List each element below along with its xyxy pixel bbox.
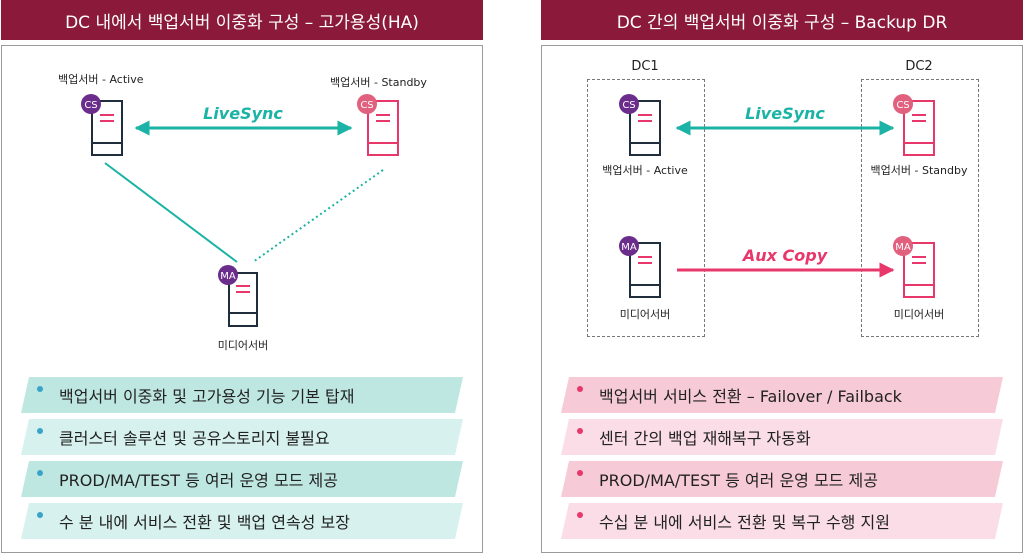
dr-livesync-label: LiveSync [745, 104, 825, 123]
dr-diagram: CS CS MA MA [619, 94, 935, 298]
bullet-icon [37, 512, 43, 518]
dr-feature-2: 센터 간의 백업 재해복구 자동화 [561, 419, 1003, 455]
dr-standby-server-icon [893, 94, 935, 156]
bullet-icon [37, 386, 43, 392]
dr-dc1-ma-badge: MA [621, 242, 637, 253]
livesync-label: LiveSync [203, 104, 283, 123]
active-server-icon [81, 94, 123, 156]
ha-feature-2: 클러스터 솔루션 및 공유스토리지 불필요 [21, 419, 463, 455]
dc2-box [861, 79, 979, 337]
bullet-icon [37, 428, 43, 434]
standby-server-label: 백업서버 - Standby [330, 76, 427, 89]
dr-feature-3: PROD/MA/TEST 등 여러 운영 모드 제공 [561, 461, 1003, 497]
dc1-label: DC1 [631, 59, 659, 74]
media-server-icon [218, 265, 258, 327]
media-server-label: 미디어서버 [217, 339, 269, 352]
dr-media-dc1-label: 미디어서버 [619, 308, 671, 321]
ha-panel-title: DC 내에서 백업서버 이중화 구성 – 고가용성(HA) [1, 0, 483, 40]
aux-copy-label: Aux Copy [742, 246, 828, 265]
dr-media-dc2-label: 미디어서버 [893, 308, 945, 321]
dr-feature-text: 센터 간의 백업 재해복구 자동화 [599, 429, 811, 448]
dr-feature-text: 수십 분 내에 서비스 전환 및 복구 수행 지원 [599, 513, 890, 532]
dr-feature-1: 백업서버 서비스 전환 – Failover / Failback [561, 377, 1003, 413]
bullet-icon [577, 512, 583, 518]
ha-feature-text: PROD/MA/TEST 등 여러 운영 모드 제공 [59, 471, 338, 490]
ha-feature-text: 백업서버 이중화 및 고가용성 기능 기본 탑재 [59, 387, 355, 406]
ha-feature-text: 수 분 내에 서비스 전환 및 백업 연속성 보장 [59, 513, 350, 532]
bullet-icon [577, 428, 583, 434]
ha-feature-4: 수 분 내에 서비스 전환 및 백업 연속성 보장 [21, 503, 463, 539]
dr-feature-4: 수십 분 내에 서비스 전환 및 복구 수행 지원 [561, 503, 1003, 539]
dr-active-server-icon [619, 94, 661, 156]
dr-media-server-dc1-icon [619, 236, 661, 298]
dr-media-server-dc2-icon [893, 236, 935, 298]
dr-feature-text: PROD/MA/TEST 등 여러 운영 모드 제공 [599, 471, 878, 490]
ha-feature-text: 클러스터 솔루션 및 공유스토리지 불필요 [59, 429, 330, 448]
ha-panel: DC 내에서 백업서버 이중화 구성 – 고가용성(HA) [1, 0, 483, 553]
dc1-box [587, 79, 705, 337]
bullet-icon [577, 470, 583, 476]
active-server-label: 백업서버 - Active [58, 73, 144, 86]
dr-panel: DC 간의 백업서버 이중화 구성 – Backup DR DC1 DC2 [541, 0, 1023, 553]
dr-standby-cs-badge: CS [896, 100, 909, 111]
dr-dc2-ma-badge: MA [895, 242, 911, 253]
dr-active-cs-badge: CS [622, 100, 635, 111]
media-ma-badge: MA [220, 271, 236, 282]
bullet-icon [37, 470, 43, 476]
dr-standby-server-label: 백업서버 - Standby [870, 164, 968, 177]
standby-to-media-line [252, 169, 384, 263]
dr-panel-title: DC 간의 백업서버 이중화 구성 – Backup DR [541, 0, 1023, 40]
bullet-icon [577, 386, 583, 392]
dc2-label: DC2 [905, 59, 933, 74]
dr-active-server-label: 백업서버 - Active [602, 164, 688, 177]
active-to-media-line [104, 162, 238, 263]
standby-server-icon [357, 94, 399, 156]
ha-feature-3: PROD/MA/TEST 등 여러 운영 모드 제공 [21, 461, 463, 497]
ha-feature-1: 백업서버 이중화 및 고가용성 기능 기본 탑재 [21, 377, 463, 413]
active-cs-badge: CS [84, 100, 97, 111]
ha-diagram: CS CS MA [81, 94, 399, 327]
standby-cs-badge: CS [360, 100, 373, 111]
dr-feature-text: 백업서버 서비스 전환 – Failover / Failback [599, 387, 902, 406]
